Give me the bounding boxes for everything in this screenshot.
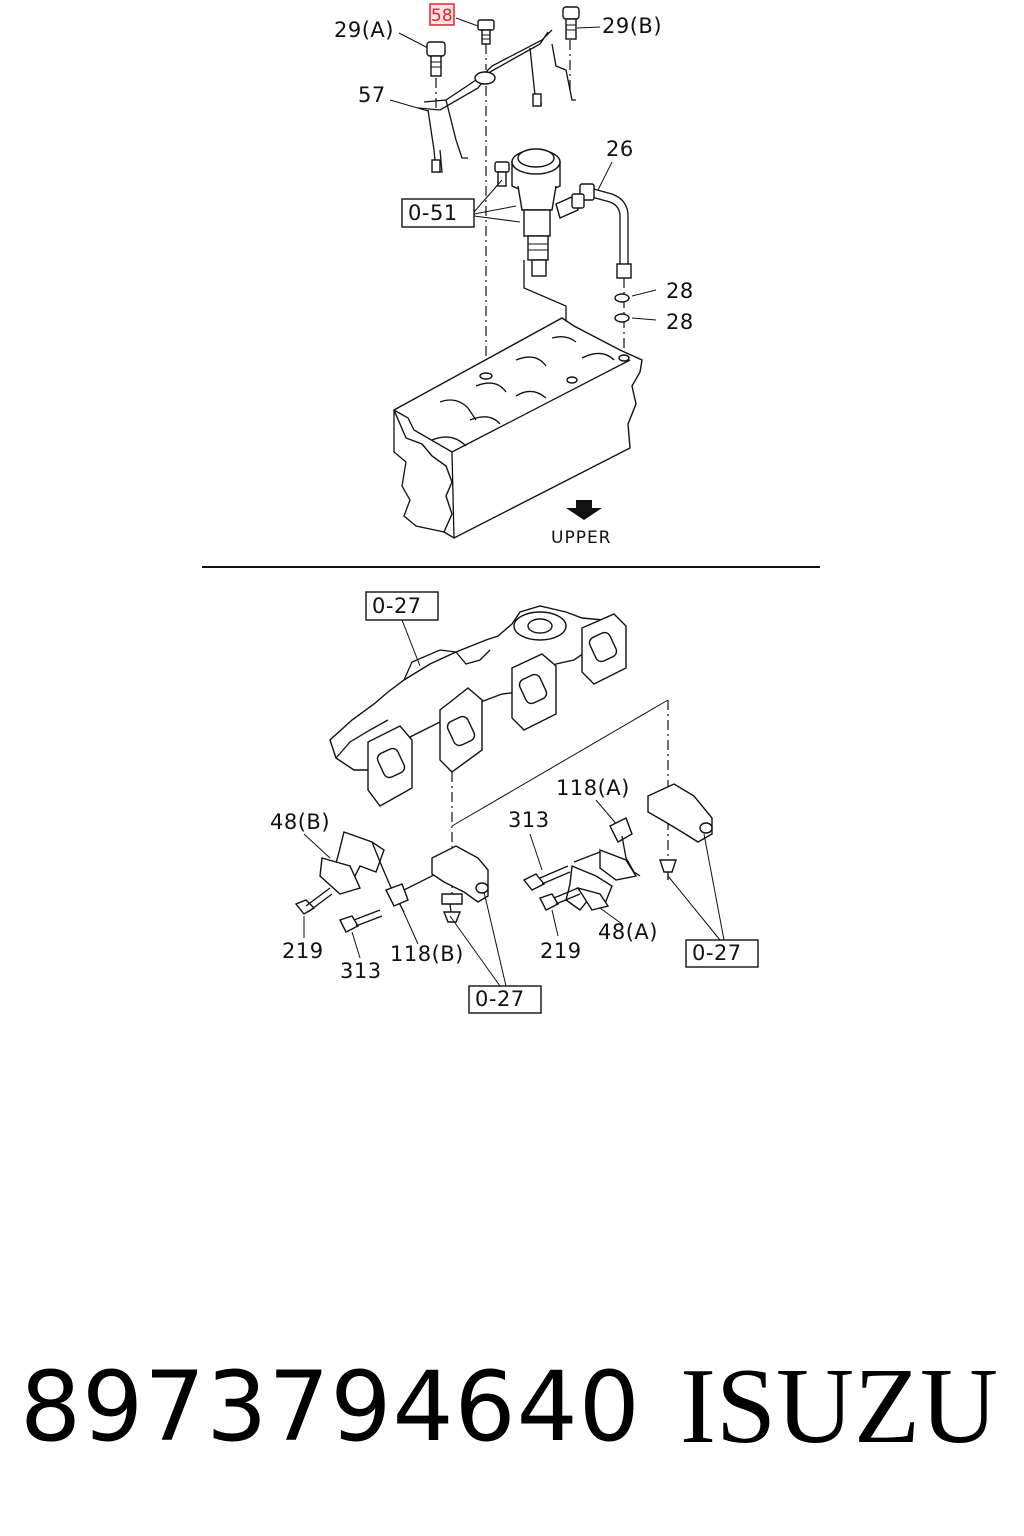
callout-58-highlight[interactable]: 58 <box>429 3 479 27</box>
ref-box-0-27-top[interactable]: 0-27 <box>365 591 439 621</box>
part-number: 8973794640 <box>20 1351 641 1463</box>
callout-118a: 118(A) <box>556 776 630 800</box>
ref-box-0-27-right[interactable]: 0-27 <box>685 939 759 968</box>
lower-section: 0-27 48(B) <box>270 591 759 1014</box>
brand-name: ISUZU <box>680 1347 998 1466</box>
callout-26: 26 <box>606 137 634 161</box>
injector-nozzle-holder <box>511 148 579 277</box>
ref-box-0-51[interactable]: 0-51 <box>401 198 475 228</box>
leak-off-pipe-26 <box>571 183 632 279</box>
callout-57: 57 <box>358 83 386 107</box>
upper-section: 58 29(A) 29(B) 57 <box>334 3 694 548</box>
clamp-bracket-57 <box>417 29 576 173</box>
bolt-29b <box>562 6 580 40</box>
callout-219-left: 219 <box>282 939 324 963</box>
callout-313-left: 313 <box>340 959 382 983</box>
footer: 8973794640 ISUZU <box>0 1347 1024 1466</box>
callout-48a: 48(A) <box>598 920 658 944</box>
ref-box-0-27-middle[interactable]: 0-27 <box>468 985 542 1014</box>
support-bracket-left <box>431 845 489 923</box>
callout-313-right: 313 <box>508 808 550 832</box>
bolt-58 <box>477 19 495 45</box>
callout-29b: 29(B) <box>602 14 662 38</box>
o-ring-28-top <box>614 293 630 303</box>
callout-29a: 29(A) <box>334 18 394 42</box>
bolt-29a <box>426 41 446 77</box>
callout-58: 58 <box>431 6 453 26</box>
bolt-219-right <box>539 887 581 911</box>
bolt-219-left <box>294 887 333 915</box>
upper-direction-indicator: UPPER <box>551 500 612 548</box>
bracket-118a <box>573 817 641 881</box>
bolt-0-51 <box>494 161 510 187</box>
exhaust-manifold <box>329 605 627 807</box>
support-bracket-right <box>647 783 713 880</box>
ref-0-27-middle: 0-27 <box>475 987 525 1011</box>
o-ring-28-bottom <box>614 313 630 323</box>
ref-0-51: 0-51 <box>408 201 458 225</box>
upper-label: UPPER <box>551 528 612 548</box>
bracket-48b <box>319 831 405 913</box>
callout-48b: 48(B) <box>270 810 330 834</box>
callout-28-bottom: 28 <box>666 310 694 334</box>
callout-28-top: 28 <box>666 279 694 303</box>
bolt-313-right <box>522 865 571 891</box>
bolt-313-left <box>339 909 383 933</box>
cylinder-head <box>393 317 643 539</box>
callout-118b: 118(B) <box>390 942 464 966</box>
bracket-48a <box>565 864 613 911</box>
callout-219-right: 219 <box>540 939 582 963</box>
ref-0-27-top: 0-27 <box>372 594 422 618</box>
ref-0-27-right: 0-27 <box>692 941 742 965</box>
